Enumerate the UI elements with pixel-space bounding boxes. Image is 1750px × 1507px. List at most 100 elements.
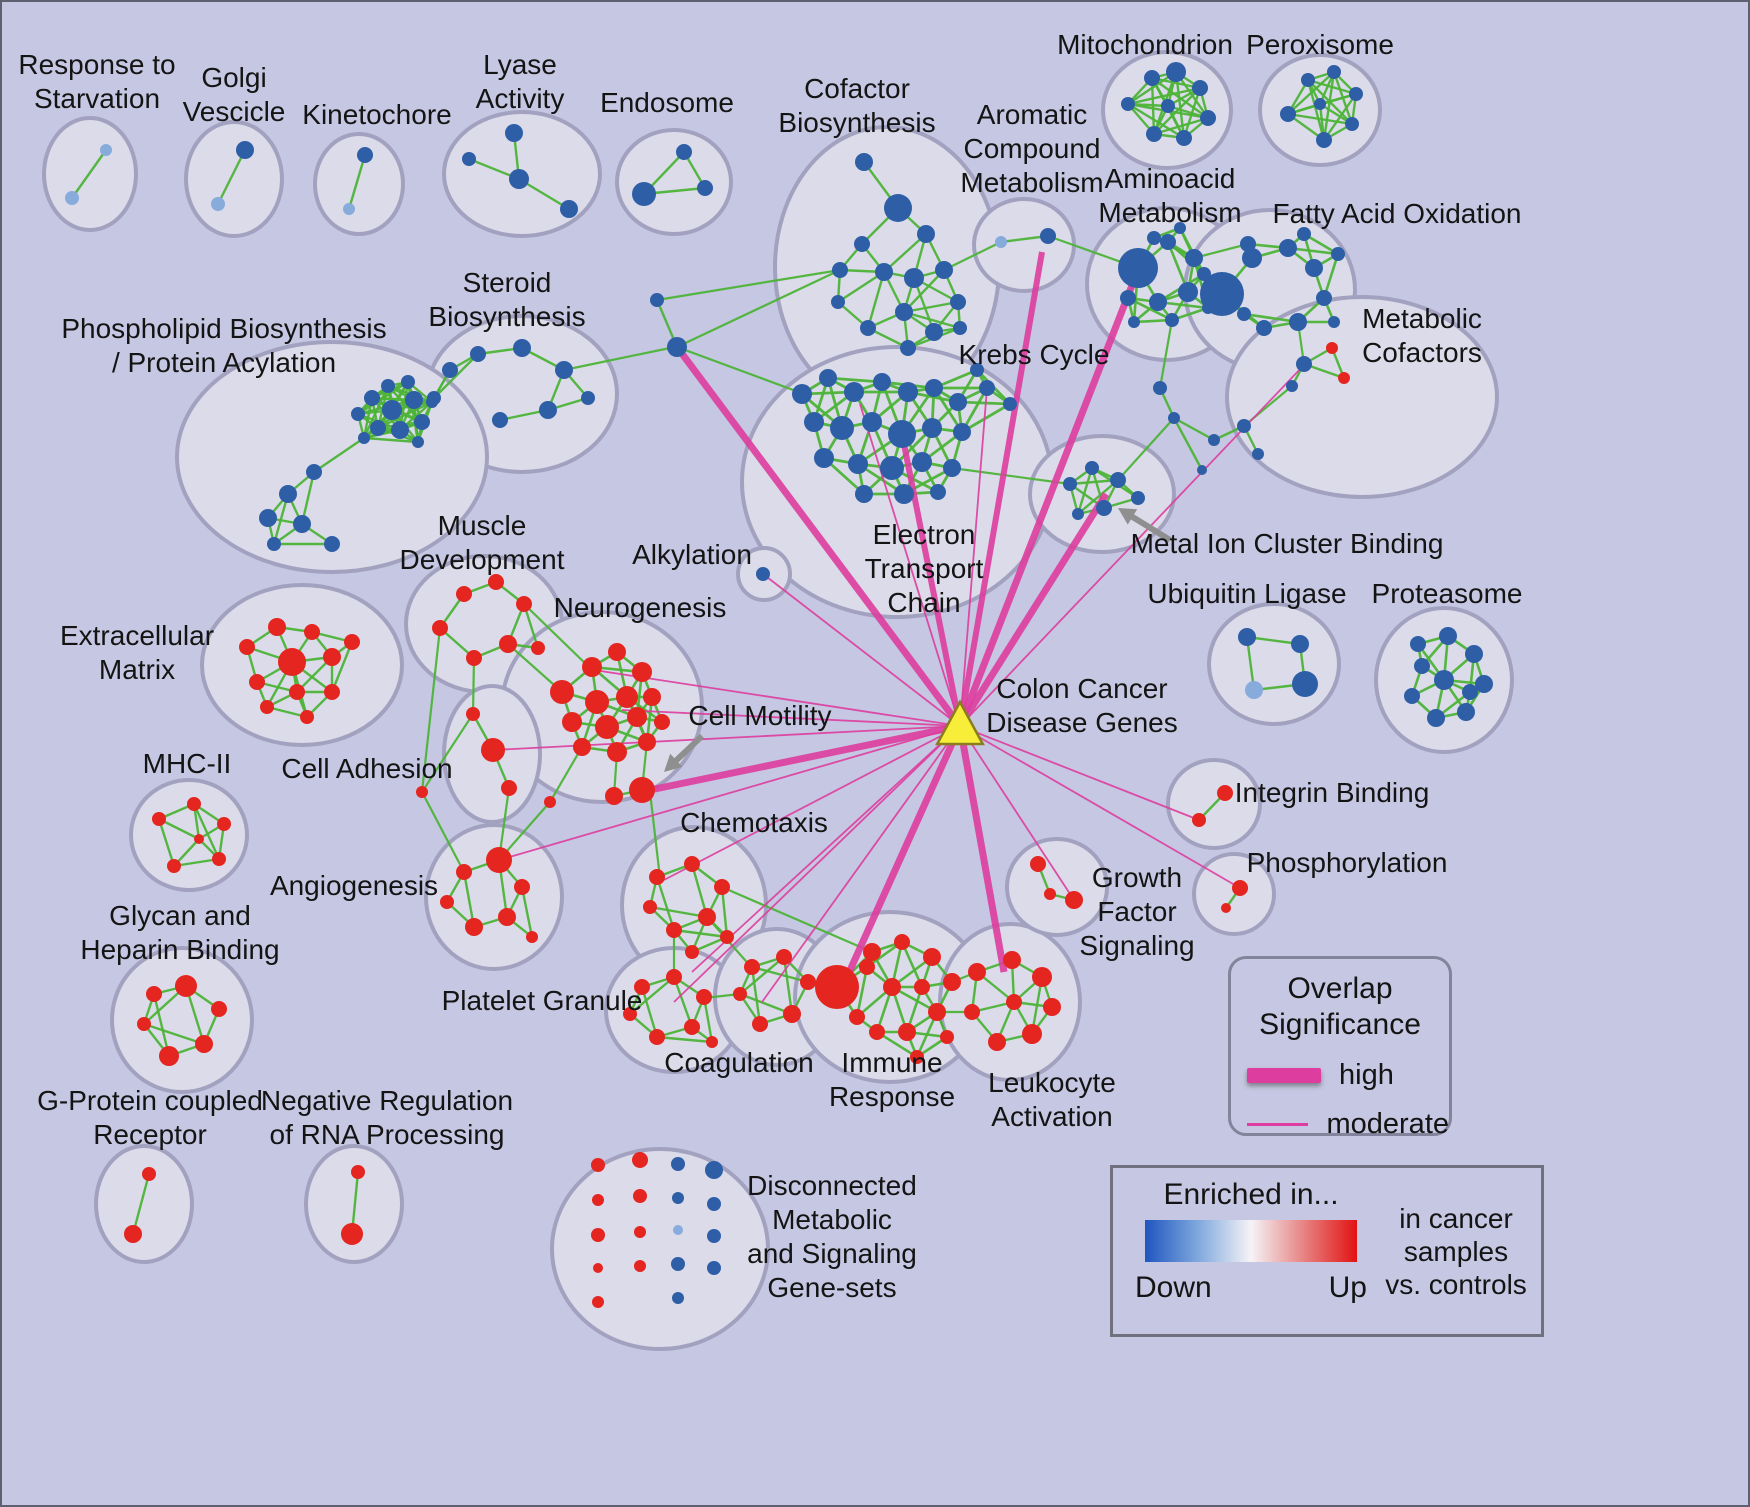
gene-set-node-mhc-ii (212, 852, 226, 866)
gene-set-node-leukocyte-activation (1032, 967, 1052, 987)
gene-set-node-chemotaxis (685, 945, 699, 959)
gene-set-edge (1151, 76, 1201, 90)
gene-set-node-phospholipid-biosynthesis (401, 375, 415, 389)
gene-set-node-cell-adhesion (466, 707, 480, 721)
gene-set-edge (157, 818, 176, 867)
overlap-edge-moderate (959, 725, 1075, 901)
gene-set-node-lyase-activity (505, 124, 523, 142)
gene-set-edge (751, 965, 809, 984)
gene-set-node-immune-response (894, 934, 910, 950)
gene-set-node-fatty-acid-oxidation (1240, 236, 1256, 252)
inter-cluster-edge (656, 268, 841, 302)
moderate-significance-swatch (1247, 1123, 1309, 1126)
gene-set-node-disconnected-gene-sets (707, 1229, 721, 1243)
gene-set-node-peroxisome (1280, 106, 1296, 122)
gene-set-node-fatty-acid-oxidation (1289, 313, 1307, 331)
gene-set-node-muscle-development (516, 596, 532, 612)
gene-set-node-metabolic-scatter (1197, 465, 1207, 475)
gene-set-node-leukocyte-activation (968, 963, 986, 981)
gene-set-edge (347, 154, 367, 210)
gene-set-node-angiogenesis (498, 908, 516, 926)
gene-set-edge (883, 233, 927, 273)
gene-set-edge (158, 817, 200, 841)
gene-set-node-electron-transport-chain (912, 452, 932, 472)
gene-set-node-glycan-heparin-binding (211, 1001, 227, 1017)
gene-set-node-fatty-acid-oxidation (1237, 307, 1251, 321)
gene-set-node-extracellular-matrix (278, 648, 306, 676)
gene-set-edge (1173, 416, 1215, 442)
gene-set-node-extracellular-matrix (324, 684, 340, 700)
gene-set-node-electron-transport-chain (819, 369, 837, 387)
high-significance-label: high (1339, 1059, 1394, 1091)
inter-cluster-edge (951, 466, 1071, 486)
gene-set-edge (720, 886, 729, 938)
gene-set-edge (827, 376, 883, 384)
cluster-golgi-vescicle (184, 120, 284, 238)
gene-set-node-mhc-ii (187, 797, 201, 811)
gene-set-node-peroxisome (1345, 117, 1359, 131)
gene-set-node-coagulation (733, 987, 747, 1001)
gene-set-node-peroxisome (1349, 87, 1363, 101)
gene-set-node-metal-ion-cluster-binding (1131, 491, 1145, 505)
gene-set-node-immune-response (940, 1030, 954, 1044)
gene-set-node-disconnected-gene-sets (592, 1194, 604, 1206)
gene-set-node-cofactor-biosynthesis (950, 294, 966, 310)
gene-set-node-phospholipid-biosynthesis (358, 432, 370, 444)
gene-set-node-mitochondrion (1200, 110, 1216, 126)
gene-set-node-immune-response (914, 979, 930, 995)
label-endosome: Endosome (600, 87, 734, 118)
overlap-edge-moderate (663, 725, 961, 881)
gene-set-node-proteasome (1410, 636, 1426, 652)
gene-set-node-angiogenesis (486, 847, 512, 873)
overlap-edge-moderate (762, 573, 961, 727)
gene-set-node-metal-ion-cluster-binding (1072, 508, 1084, 520)
gene-set-node-disconnected-gene-sets (633, 1189, 647, 1203)
gene-set-node-chemotaxis (649, 869, 665, 885)
overlap-legend-title: Overlap Significance (1231, 971, 1449, 1043)
enrichment-legend-left: Enriched in... Down Up (1125, 1178, 1377, 1324)
gene-set-edge (362, 385, 390, 439)
gene-set-node-muscle-development (531, 641, 545, 655)
gene-set-node-aminoacid-metabolism (1174, 222, 1186, 234)
label-alkylation: Alkylation (632, 539, 752, 570)
gene-set-node-chemotaxis (714, 879, 730, 895)
gene-set-node-electron-transport-chain (814, 448, 834, 468)
gene-set-edge (433, 353, 479, 399)
overlap-edge-high (956, 268, 1142, 728)
enrichment-legend-title: Enriched in... (1163, 1178, 1339, 1211)
inter-cluster-edge (676, 345, 805, 396)
gene-set-node-negative-regulation-rna (351, 1165, 365, 1179)
gene-set-node-immune-response (883, 978, 901, 996)
gene-set-node-electron-transport-chain (1003, 397, 1017, 411)
enrichment-note: in cancer samples vs. controls (1383, 1178, 1529, 1324)
gene-set-node-golgi-vescicle (236, 141, 254, 159)
overlap-edge-high (843, 724, 964, 979)
label-mitochondrion: Mitochondrion (1057, 29, 1233, 60)
gene-set-node-mhc-ii (167, 859, 181, 873)
gene-set-node-electron-transport-chain (804, 412, 824, 432)
gene-set-node-muscle-development (456, 586, 472, 602)
gene-set-node-disconnected-gene-sets (593, 1263, 603, 1273)
overlap-edge-moderate (959, 725, 1241, 889)
moderate-significance-label: moderate (1326, 1108, 1449, 1140)
gene-set-node-electron-transport-chain (925, 379, 943, 397)
gene-set-node-neurogenesis (595, 715, 619, 739)
gene-set-node-immune-response (928, 1003, 946, 1021)
gene-set-edge (750, 966, 762, 1025)
gene-set-node-aminoacid-metabolism (1128, 316, 1140, 328)
gene-set-node-steroid-biosynthesis (539, 401, 557, 419)
gene-set-node-chemotaxis (666, 922, 682, 938)
label-mhc-ii: MHC-II (143, 748, 232, 779)
gene-set-node-immune-response (859, 959, 875, 975)
gene-set-edge (672, 976, 694, 1028)
gene-set-node-aminoacid-metabolism (1160, 234, 1176, 250)
cluster-ubiquitin-ligase (1207, 602, 1341, 726)
gene-set-edge (855, 966, 869, 1018)
inter-cluster-edge (1193, 242, 1249, 260)
gene-set-node-steroid-biosynthesis (581, 391, 595, 405)
gene-set-node-peroxisome (1314, 98, 1326, 110)
